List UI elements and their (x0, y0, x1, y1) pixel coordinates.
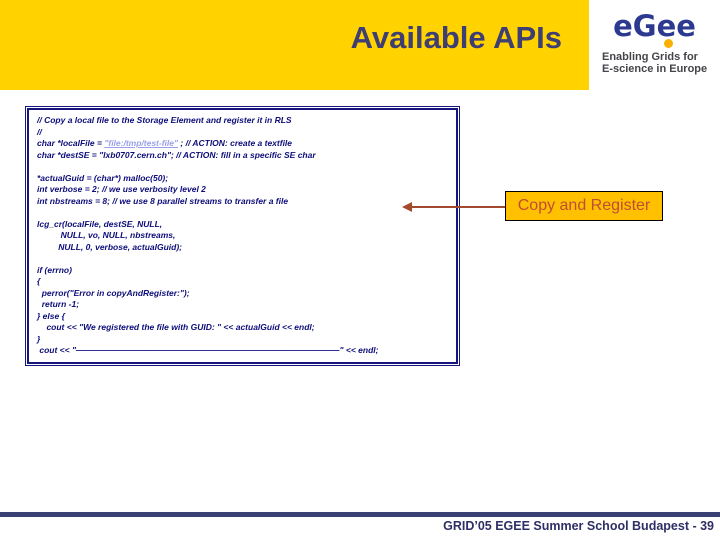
logo-tagline: Enabling Grids for E-science in Europe (602, 51, 707, 75)
code-line: if (errno) (37, 264, 72, 275)
page-title: Available APIs (350, 20, 562, 55)
code-line: NULL, 0, verbose, actualGuid); (37, 241, 182, 252)
code-panel: // Copy a local file to the Storage Elem… (27, 108, 458, 364)
logo-tagline-line2: E-science in Europe (602, 63, 708, 75)
logo-orange-dot-icon (664, 39, 673, 48)
code-line: NULL, vo, NULL, nbstreams, (37, 230, 176, 240)
code-text: ; // ACTION: create a textfile (178, 138, 293, 148)
code-line: int nbstreams = 8; // we use 8 parallel … (37, 195, 289, 206)
code-line: } else { (37, 310, 65, 321)
code-line: int verbose = 2; // we use verbosity lev… (37, 184, 206, 194)
logo-tagline-line1: Enabling Grids for (602, 51, 698, 63)
code-line: { (37, 276, 41, 286)
egee-logo: eGee Enabling Grids for E-science in Eur… (589, 0, 720, 97)
code-line (37, 161, 452, 173)
code-line: char *destSE = "lxb0707.cern.ch"; // ACT… (37, 149, 316, 160)
code-line: *actualGuid = (char*) malloc(50); (37, 172, 169, 183)
local-file-link[interactable]: "file:/tmp/test-file" (104, 138, 179, 148)
code-line: cout << "We registered the file with GUI… (37, 322, 315, 332)
code-line-localfile: char *localFile = "file:/tmp/test-file" … (37, 138, 452, 150)
callout-copy-register: Copy and Register (505, 191, 663, 221)
egee-logo-wordmark: eGee (613, 9, 696, 43)
code-line: // Copy a local file to the Storage Elem… (37, 115, 292, 125)
callout-label: Copy and Register (517, 197, 651, 214)
code-line (37, 207, 452, 219)
footer-text: GRID’05 EGEE Summer School Budapest - 39 (443, 519, 714, 533)
code-line: // (37, 126, 42, 137)
code-line: cout << "———————————————————————————————… (37, 345, 379, 355)
code-line (37, 253, 452, 265)
code-line: lcg_cr(localFile, destSE, NULL, (37, 218, 163, 229)
code-line: return -1; (37, 299, 80, 309)
footer-divider-bar (0, 512, 720, 517)
callout-arrow-icon (402, 202, 506, 212)
code-line: } (37, 333, 41, 344)
code-text: char *localFile = (37, 138, 105, 148)
code-line: perror("Error in copyAndRegister:"); (37, 287, 190, 298)
header-band: Available APIs (0, 0, 589, 90)
